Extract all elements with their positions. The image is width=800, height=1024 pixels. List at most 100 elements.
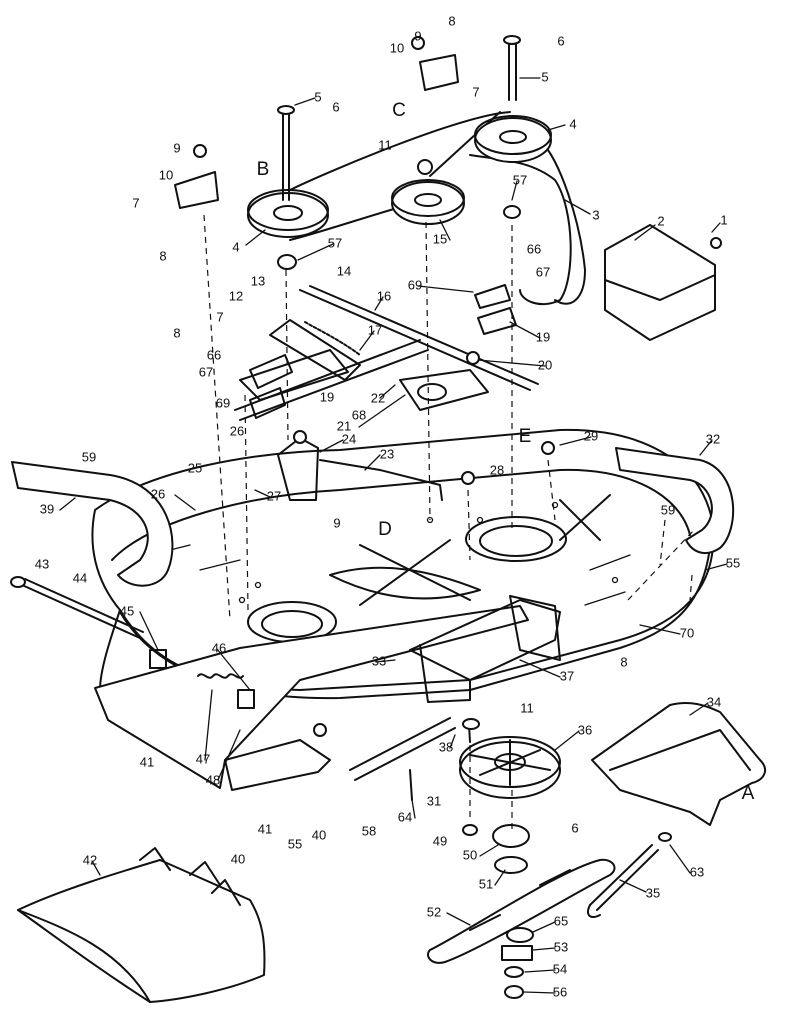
part-number-69: 69 bbox=[408, 277, 422, 292]
pulley-right bbox=[474, 115, 552, 163]
part-number-21: 21 bbox=[337, 418, 351, 433]
deflector-bracket bbox=[591, 702, 767, 826]
part-number-32: 32 bbox=[706, 431, 720, 446]
pulley-center bbox=[391, 179, 465, 225]
part-number-6: 6 bbox=[571, 820, 578, 835]
part-number-4: 4 bbox=[232, 239, 239, 254]
part-number-70: 70 bbox=[680, 625, 694, 640]
part-number-66: 66 bbox=[207, 347, 221, 362]
part-number-51: 51 bbox=[479, 876, 493, 891]
front-rod-and-spring bbox=[10, 576, 456, 781]
part-number-59: 59 bbox=[661, 502, 675, 517]
part-number-27: 27 bbox=[267, 488, 281, 503]
assembly-lines bbox=[203, 214, 695, 830]
part-number-33: 33 bbox=[372, 653, 386, 668]
part-number-10: 10 bbox=[159, 167, 173, 182]
reference-letter-c: C bbox=[392, 100, 406, 121]
part-number-9: 9 bbox=[333, 515, 340, 530]
side-bumpers bbox=[11, 447, 735, 587]
part-number-55: 55 bbox=[726, 555, 740, 570]
part-number-39: 39 bbox=[40, 501, 54, 516]
part-number-64: 64 bbox=[398, 809, 412, 824]
part-number-9: 9 bbox=[173, 140, 180, 155]
part-number-19: 19 bbox=[536, 329, 550, 344]
part-number-8: 8 bbox=[159, 248, 166, 263]
part-number-3: 3 bbox=[592, 207, 599, 222]
part-number-25: 25 bbox=[188, 460, 202, 475]
part-number-20: 20 bbox=[538, 357, 552, 372]
part-number-67: 67 bbox=[536, 264, 550, 279]
discharge-chute bbox=[17, 847, 266, 1003]
part-number-45: 45 bbox=[120, 603, 134, 618]
part-number-42: 42 bbox=[83, 852, 97, 867]
part-number-40: 40 bbox=[231, 851, 245, 866]
part-number-48: 48 bbox=[206, 772, 220, 787]
part-number-53: 53 bbox=[554, 939, 568, 954]
part-number-49: 49 bbox=[433, 833, 447, 848]
spindle-bolts bbox=[277, 35, 521, 270]
part-number-15: 15 bbox=[433, 231, 447, 246]
part-number-8: 8 bbox=[173, 325, 180, 340]
part-number-28: 28 bbox=[490, 462, 504, 477]
part-number-19: 19 bbox=[320, 389, 334, 404]
part-number-26: 26 bbox=[230, 423, 244, 438]
part-number-31: 31 bbox=[427, 793, 441, 808]
part-number-2: 2 bbox=[657, 213, 664, 228]
part-number-69: 69 bbox=[216, 395, 230, 410]
reference-letters: A B C D E bbox=[257, 100, 755, 804]
part-number-66: 66 bbox=[527, 241, 541, 256]
idler-linkage bbox=[174, 36, 555, 501]
part-number-29: 29 bbox=[584, 428, 598, 443]
part-number-1: 1 bbox=[720, 212, 727, 227]
part-number-14: 14 bbox=[337, 263, 351, 278]
part-number-44: 44 bbox=[73, 570, 87, 585]
part-number-34: 34 bbox=[707, 694, 721, 709]
part-number-10: 10 bbox=[390, 40, 404, 55]
part-number-68: 68 bbox=[352, 407, 366, 422]
part-number-4: 4 bbox=[569, 116, 576, 131]
part-number-50: 50 bbox=[463, 847, 477, 862]
part-number-7: 7 bbox=[132, 195, 139, 210]
part-number-16: 16 bbox=[377, 288, 391, 303]
part-number-55: 55 bbox=[288, 836, 302, 851]
part-number-47: 47 bbox=[196, 751, 210, 766]
part-number-8: 8 bbox=[620, 654, 627, 669]
part-number-13: 13 bbox=[251, 273, 265, 288]
part-number-56: 56 bbox=[553, 984, 567, 999]
part-number-57: 57 bbox=[328, 235, 342, 250]
tie-rod bbox=[587, 832, 672, 918]
part-number-12: 12 bbox=[229, 288, 243, 303]
reference-letter-e: E bbox=[519, 426, 532, 447]
part-number-46: 46 bbox=[212, 640, 226, 655]
part-number-63: 63 bbox=[690, 864, 704, 879]
part-number-43: 43 bbox=[35, 556, 49, 571]
part-number-41: 41 bbox=[140, 754, 154, 769]
part-number-24: 24 bbox=[342, 431, 356, 446]
part-number-37: 37 bbox=[560, 668, 574, 683]
part-number-9: 9 bbox=[414, 28, 421, 43]
part-number-23: 23 bbox=[380, 446, 394, 461]
part-number-22: 22 bbox=[371, 390, 385, 405]
part-number-40: 40 bbox=[312, 827, 326, 842]
part-number-54: 54 bbox=[553, 961, 567, 976]
part-number-35: 35 bbox=[646, 885, 660, 900]
reference-letter-a: A bbox=[742, 783, 755, 804]
part-number-67: 67 bbox=[199, 364, 213, 379]
part-number-11: 11 bbox=[520, 700, 534, 715]
part-number-7: 7 bbox=[216, 309, 223, 324]
deck-front-baffle bbox=[94, 595, 561, 791]
part-callouts: 1234455666777888899910101111121314151617… bbox=[35, 13, 740, 999]
part-number-52: 52 bbox=[427, 904, 441, 919]
part-number-36: 36 bbox=[578, 722, 592, 737]
reference-letter-d: D bbox=[378, 519, 392, 540]
part-number-26: 26 bbox=[151, 486, 165, 501]
spindle-assembly bbox=[409, 718, 616, 999]
part-number-59: 59 bbox=[82, 449, 96, 464]
leader-lines bbox=[59, 77, 728, 994]
part-number-5: 5 bbox=[541, 69, 548, 84]
part-number-7: 7 bbox=[472, 84, 479, 99]
part-number-57: 57 bbox=[513, 172, 527, 187]
belt-cover bbox=[604, 224, 722, 341]
reference-letter-b: B bbox=[257, 159, 270, 180]
